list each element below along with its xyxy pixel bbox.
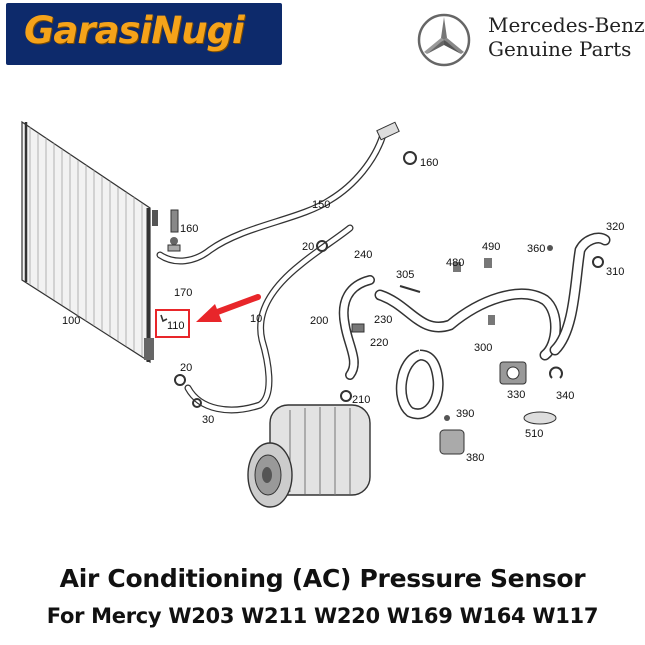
label-160-right: 160 bbox=[420, 157, 438, 169]
label-100: 100 bbox=[62, 315, 80, 327]
highlight-box-110 bbox=[155, 309, 190, 338]
shop-logo-badge: GarasiNugi bbox=[6, 3, 282, 65]
label-480: 480 bbox=[446, 257, 464, 269]
product-compatibility: For Mercy W203 W211 W220 W169 W164 W117 bbox=[46, 604, 599, 628]
hose-300 bbox=[374, 288, 561, 361]
label-240: 240 bbox=[354, 249, 372, 261]
label-305: 305 bbox=[396, 269, 414, 281]
condenser-100 bbox=[21, 120, 158, 364]
label-490: 490 bbox=[482, 241, 500, 253]
label-330: 330 bbox=[507, 389, 525, 401]
brand-text: Mercedes-Benz Genuine Parts bbox=[488, 13, 645, 61]
brand-name: Mercedes-Benz bbox=[488, 13, 645, 37]
ac-compressor bbox=[247, 404, 371, 508]
product-title: Air Conditioning (AC) Pressure Sensor bbox=[59, 564, 586, 593]
label-200: 200 bbox=[310, 315, 328, 327]
label-310: 310 bbox=[606, 266, 624, 278]
label-210: 210 bbox=[352, 394, 370, 406]
label-30: 30 bbox=[202, 414, 214, 426]
label-10: 10 bbox=[250, 313, 262, 325]
label-170: 170 bbox=[174, 287, 192, 299]
label-340: 340 bbox=[556, 390, 574, 402]
red-arrow-icon bbox=[196, 294, 261, 322]
label-220: 220 bbox=[370, 337, 388, 349]
label-150: 150 bbox=[312, 199, 330, 211]
mercedes-star-icon bbox=[417, 13, 471, 67]
label-510: 510 bbox=[525, 428, 543, 440]
pipe-150 bbox=[156, 131, 387, 265]
label-20-lower: 20 bbox=[180, 362, 192, 374]
label-160-left: 160 bbox=[180, 223, 198, 235]
shop-logo-text: GarasiNugi bbox=[24, 9, 245, 52]
label-230: 230 bbox=[374, 314, 392, 326]
parts-diagram: 100 160 160 170 110 10 20 20 30 150 240 … bbox=[21, 120, 624, 508]
label-380: 380 bbox=[466, 452, 484, 464]
label-320: 320 bbox=[606, 221, 624, 233]
label-300: 300 bbox=[474, 342, 492, 354]
label-110: 110 bbox=[167, 320, 185, 332]
label-390: 390 bbox=[456, 408, 474, 420]
label-360: 360 bbox=[527, 243, 545, 255]
label-20-upper: 20 bbox=[302, 241, 314, 253]
brand-tagline: Genuine Parts bbox=[488, 37, 632, 61]
